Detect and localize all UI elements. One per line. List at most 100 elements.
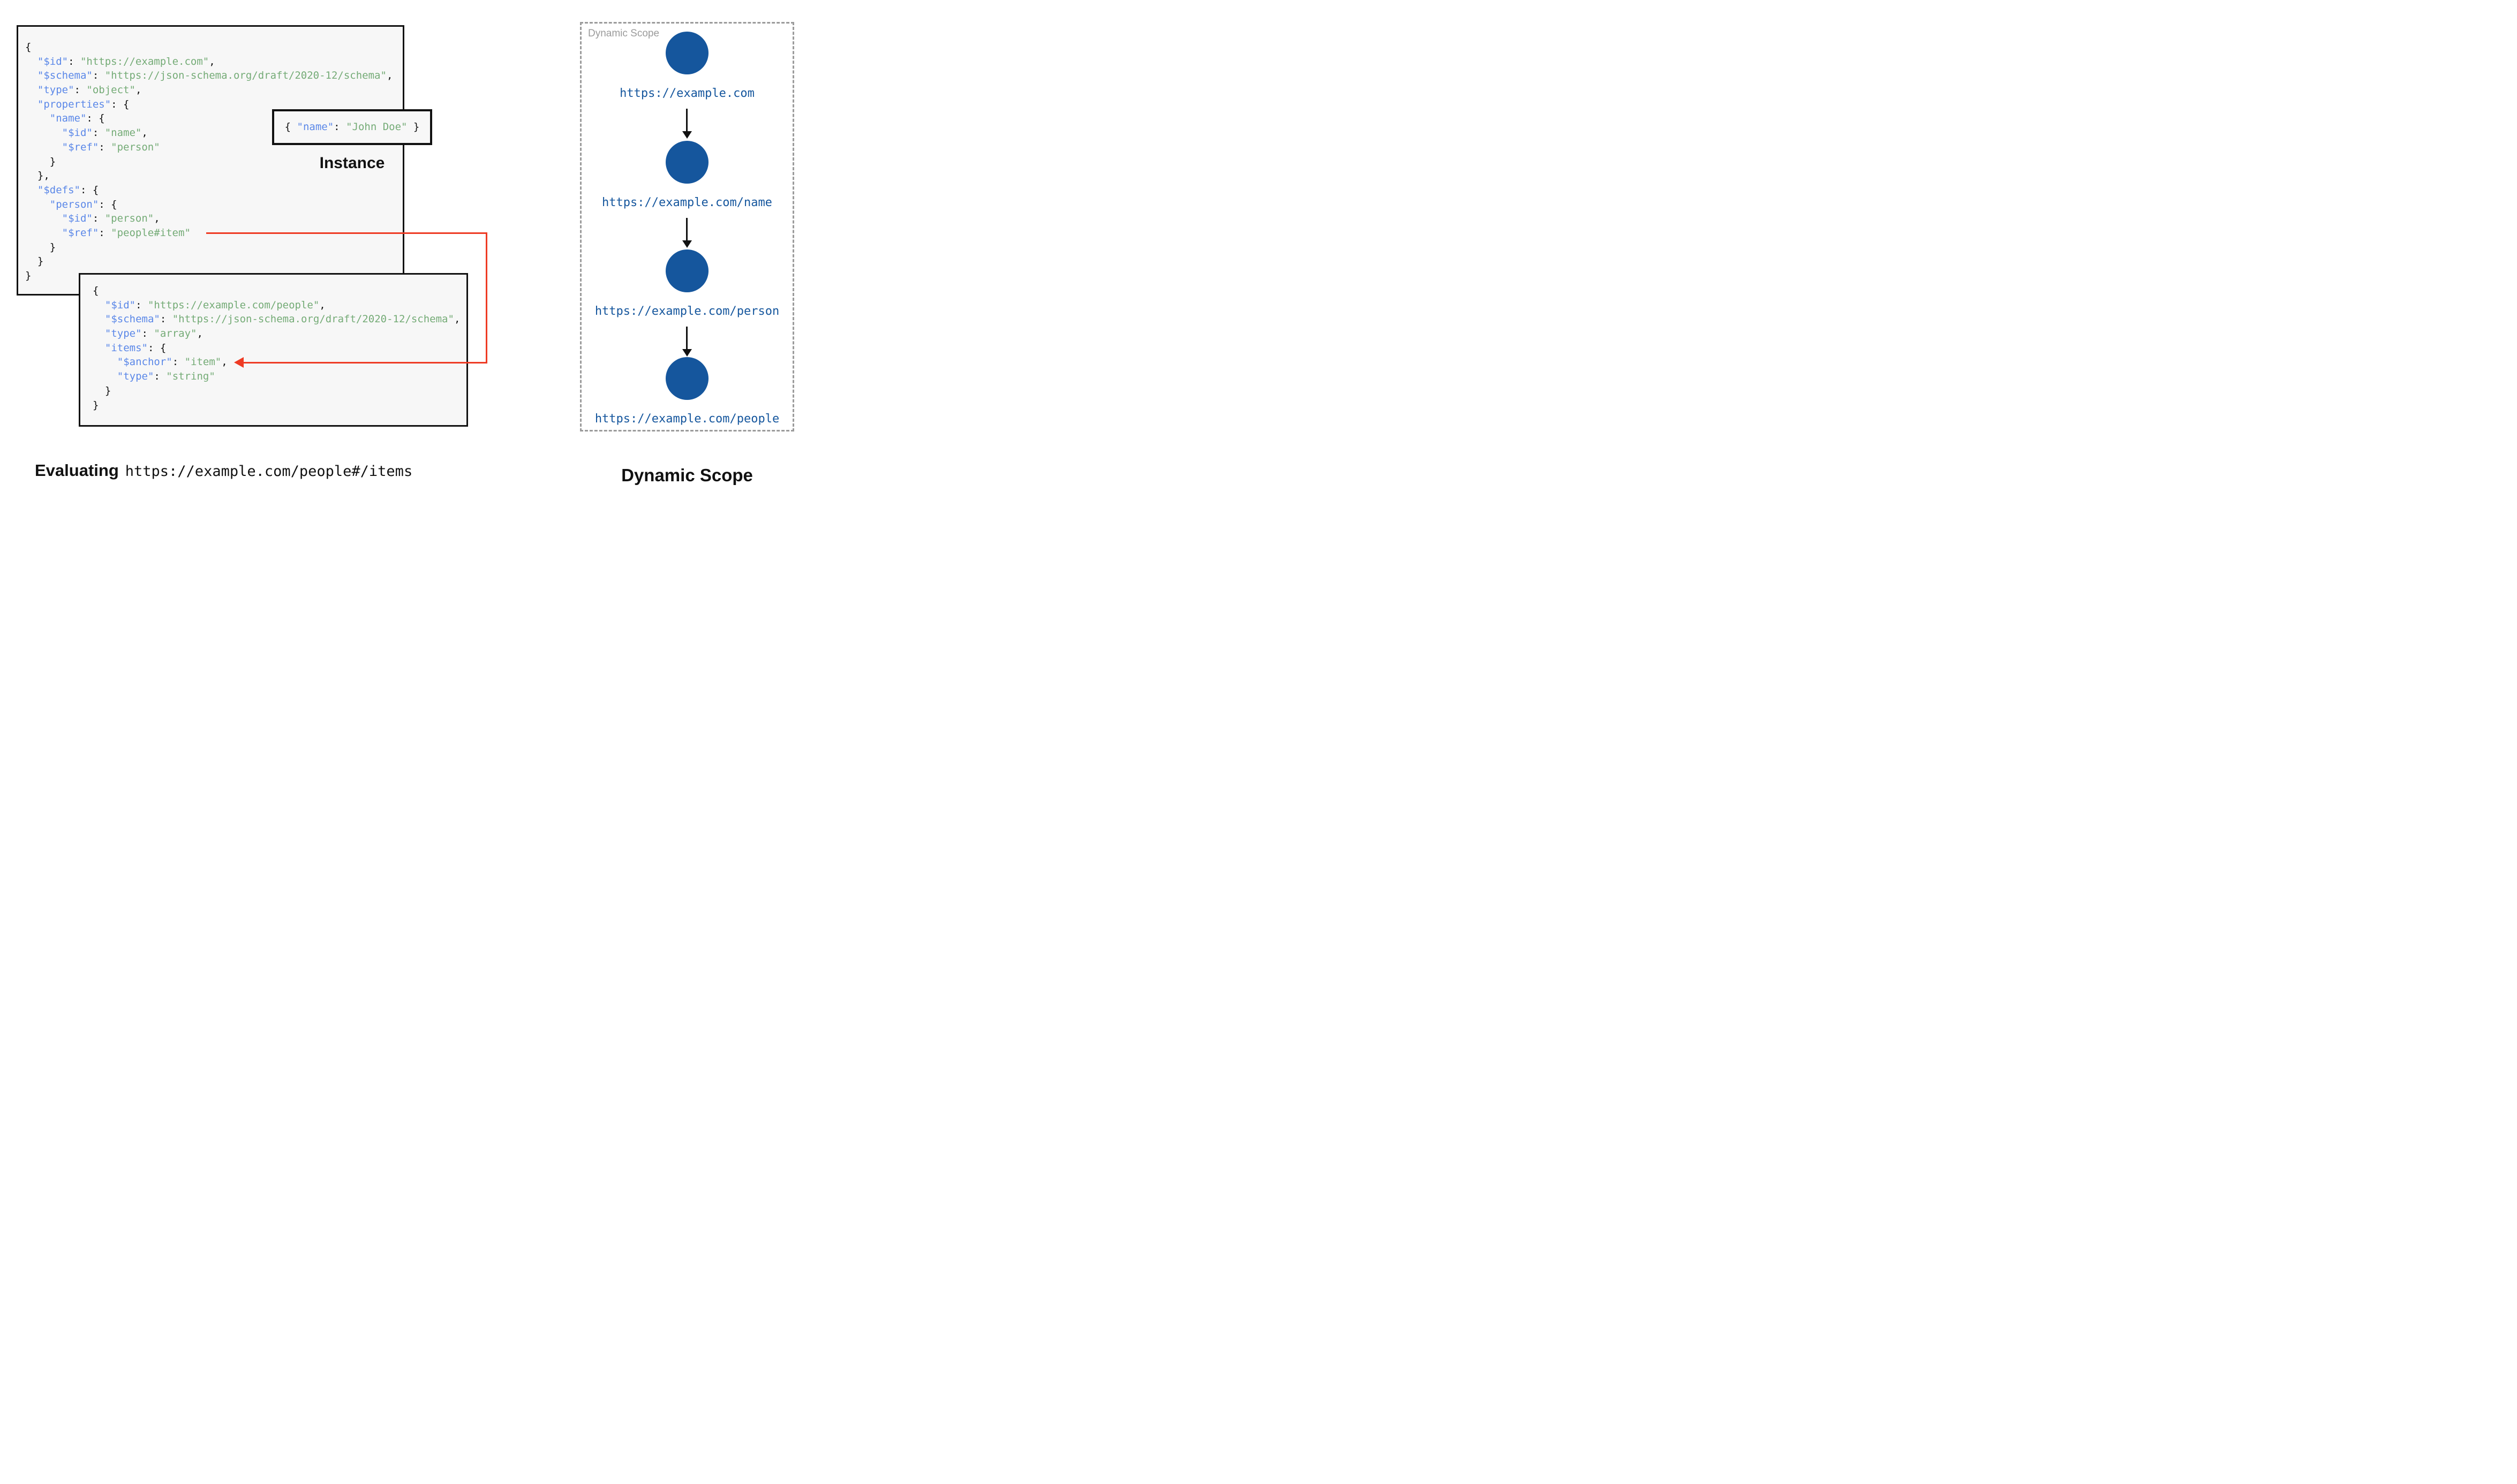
evaluating-caption-uri: https://example.com/people#/items [125,463,413,480]
code-token: , [319,299,326,311]
code-line: "$ref": "person" [25,140,403,155]
code-token: , [135,84,142,96]
code-line: "$id": "https://example.com/people", [93,298,466,313]
code-line: } [25,254,403,269]
scope-node-circle [666,141,709,184]
dynamic-scope-title: Dynamic Scope [621,465,753,485]
code-token [25,141,62,153]
scope-node-circle [666,32,709,74]
code-token: "type" [117,370,154,383]
code-token [93,299,105,311]
instance-panel: { "name": "John Doe" } [272,109,432,145]
instance-code: { "name": "John Doe" } [285,120,420,134]
code-line: "$defs": { [25,183,403,198]
code-token [25,213,62,224]
code-token: "string" [166,370,215,383]
code-token: "person" [104,213,154,225]
code-token: "people#item" [111,226,191,239]
code-token: "https://json-schema.org/draft/2020-12/s… [104,70,387,82]
code-token: , [154,213,160,225]
code-token: : [92,127,105,139]
code-token [25,127,62,139]
code-token: "https://json-schema.org/draft/2020-12/s… [172,313,454,325]
code-token: , [197,328,203,340]
root-schema-panel: { "$id": "https://example.com", "$schema… [17,25,404,296]
code-line: "$id": "https://example.com", [25,55,403,69]
code-token: "items" [104,342,148,354]
instance-label: Instance [319,154,385,172]
code-token: } [25,270,32,282]
code-token [93,356,117,368]
code-token: "$id" [37,55,69,67]
code-token: "item" [184,356,222,368]
code-token: : [92,213,105,225]
code-token: , [221,356,228,368]
code-line: } [93,384,466,398]
code-line: "$id": "person", [25,211,403,226]
code-token [25,227,62,239]
code-token: "$schema" [104,313,160,325]
code-line: "properties": { [25,97,403,112]
code-token: , [454,313,461,325]
code-token: "name" [104,127,142,139]
code-token: { [25,41,32,53]
code-token: "$id" [62,213,93,225]
code-token: } [407,121,420,133]
code-token: "$anchor" [117,356,172,368]
ref-arrow-head-icon [234,357,244,368]
code-token: "$defs" [37,184,80,196]
dynamic-scope-panel-label: Dynamic Scope [588,28,660,39]
code-token: }, [25,170,50,182]
code-token: } [25,255,44,268]
code-line: "name": { [25,111,403,126]
code-token: { [284,121,297,133]
code-token: "properties" [37,98,111,110]
code-token: "object" [86,84,135,96]
code-token: } [25,241,56,253]
code-token: : [135,299,148,311]
code-token: : [160,313,172,325]
ref-connector-bottom-segment [244,362,487,364]
code-line: "items": { [93,341,466,355]
code-token: "type" [104,328,142,340]
down-arrow-icon [686,218,688,240]
code-token: "person" [111,141,160,153]
scope-node-uri: https://example.com/people [594,412,780,426]
code-token: "https://example.com/people" [147,299,320,311]
down-arrow-head-icon [682,349,692,357]
evaluating-caption: Evaluating https://example.com/people#/i… [35,461,412,480]
code-token: : [92,70,105,82]
code-token: "name" [49,112,87,125]
code-token: : [154,370,167,383]
ref-connector-top-segment [206,232,487,234]
code-token: : { [147,342,167,354]
code-line: }, [25,169,403,183]
code-token: } [93,384,111,397]
code-token [25,56,37,67]
scope-node-uri: https://example.com/name [602,196,772,209]
code-line: "person": { [25,198,403,212]
code-token: : { [80,184,99,196]
code-token: "$ref" [62,226,99,239]
code-token [25,99,37,110]
code-line: { [93,284,466,298]
code-token: "$id" [62,127,93,139]
code-token [25,184,37,196]
code-token: : [68,55,80,67]
code-token: } [93,399,99,411]
people-schema-code: { "$id": "https://example.com/people", "… [80,275,466,412]
code-token: , [386,70,393,82]
code-line: "$schema": "https://json-schema.org/draf… [93,312,466,327]
code-token: : { [111,98,130,110]
code-line: } [93,398,466,413]
code-token: "$id" [104,299,136,311]
code-token: : { [86,112,105,125]
code-line: "type": "object", [25,83,403,97]
code-token: : [172,356,185,368]
root-schema-code: { "$id": "https://example.com", "$schema… [18,27,403,283]
code-token [93,328,105,339]
code-line: } [25,240,403,255]
code-token [25,199,50,210]
code-token: , [141,127,148,139]
ref-connector-vertical-segment [486,232,487,364]
